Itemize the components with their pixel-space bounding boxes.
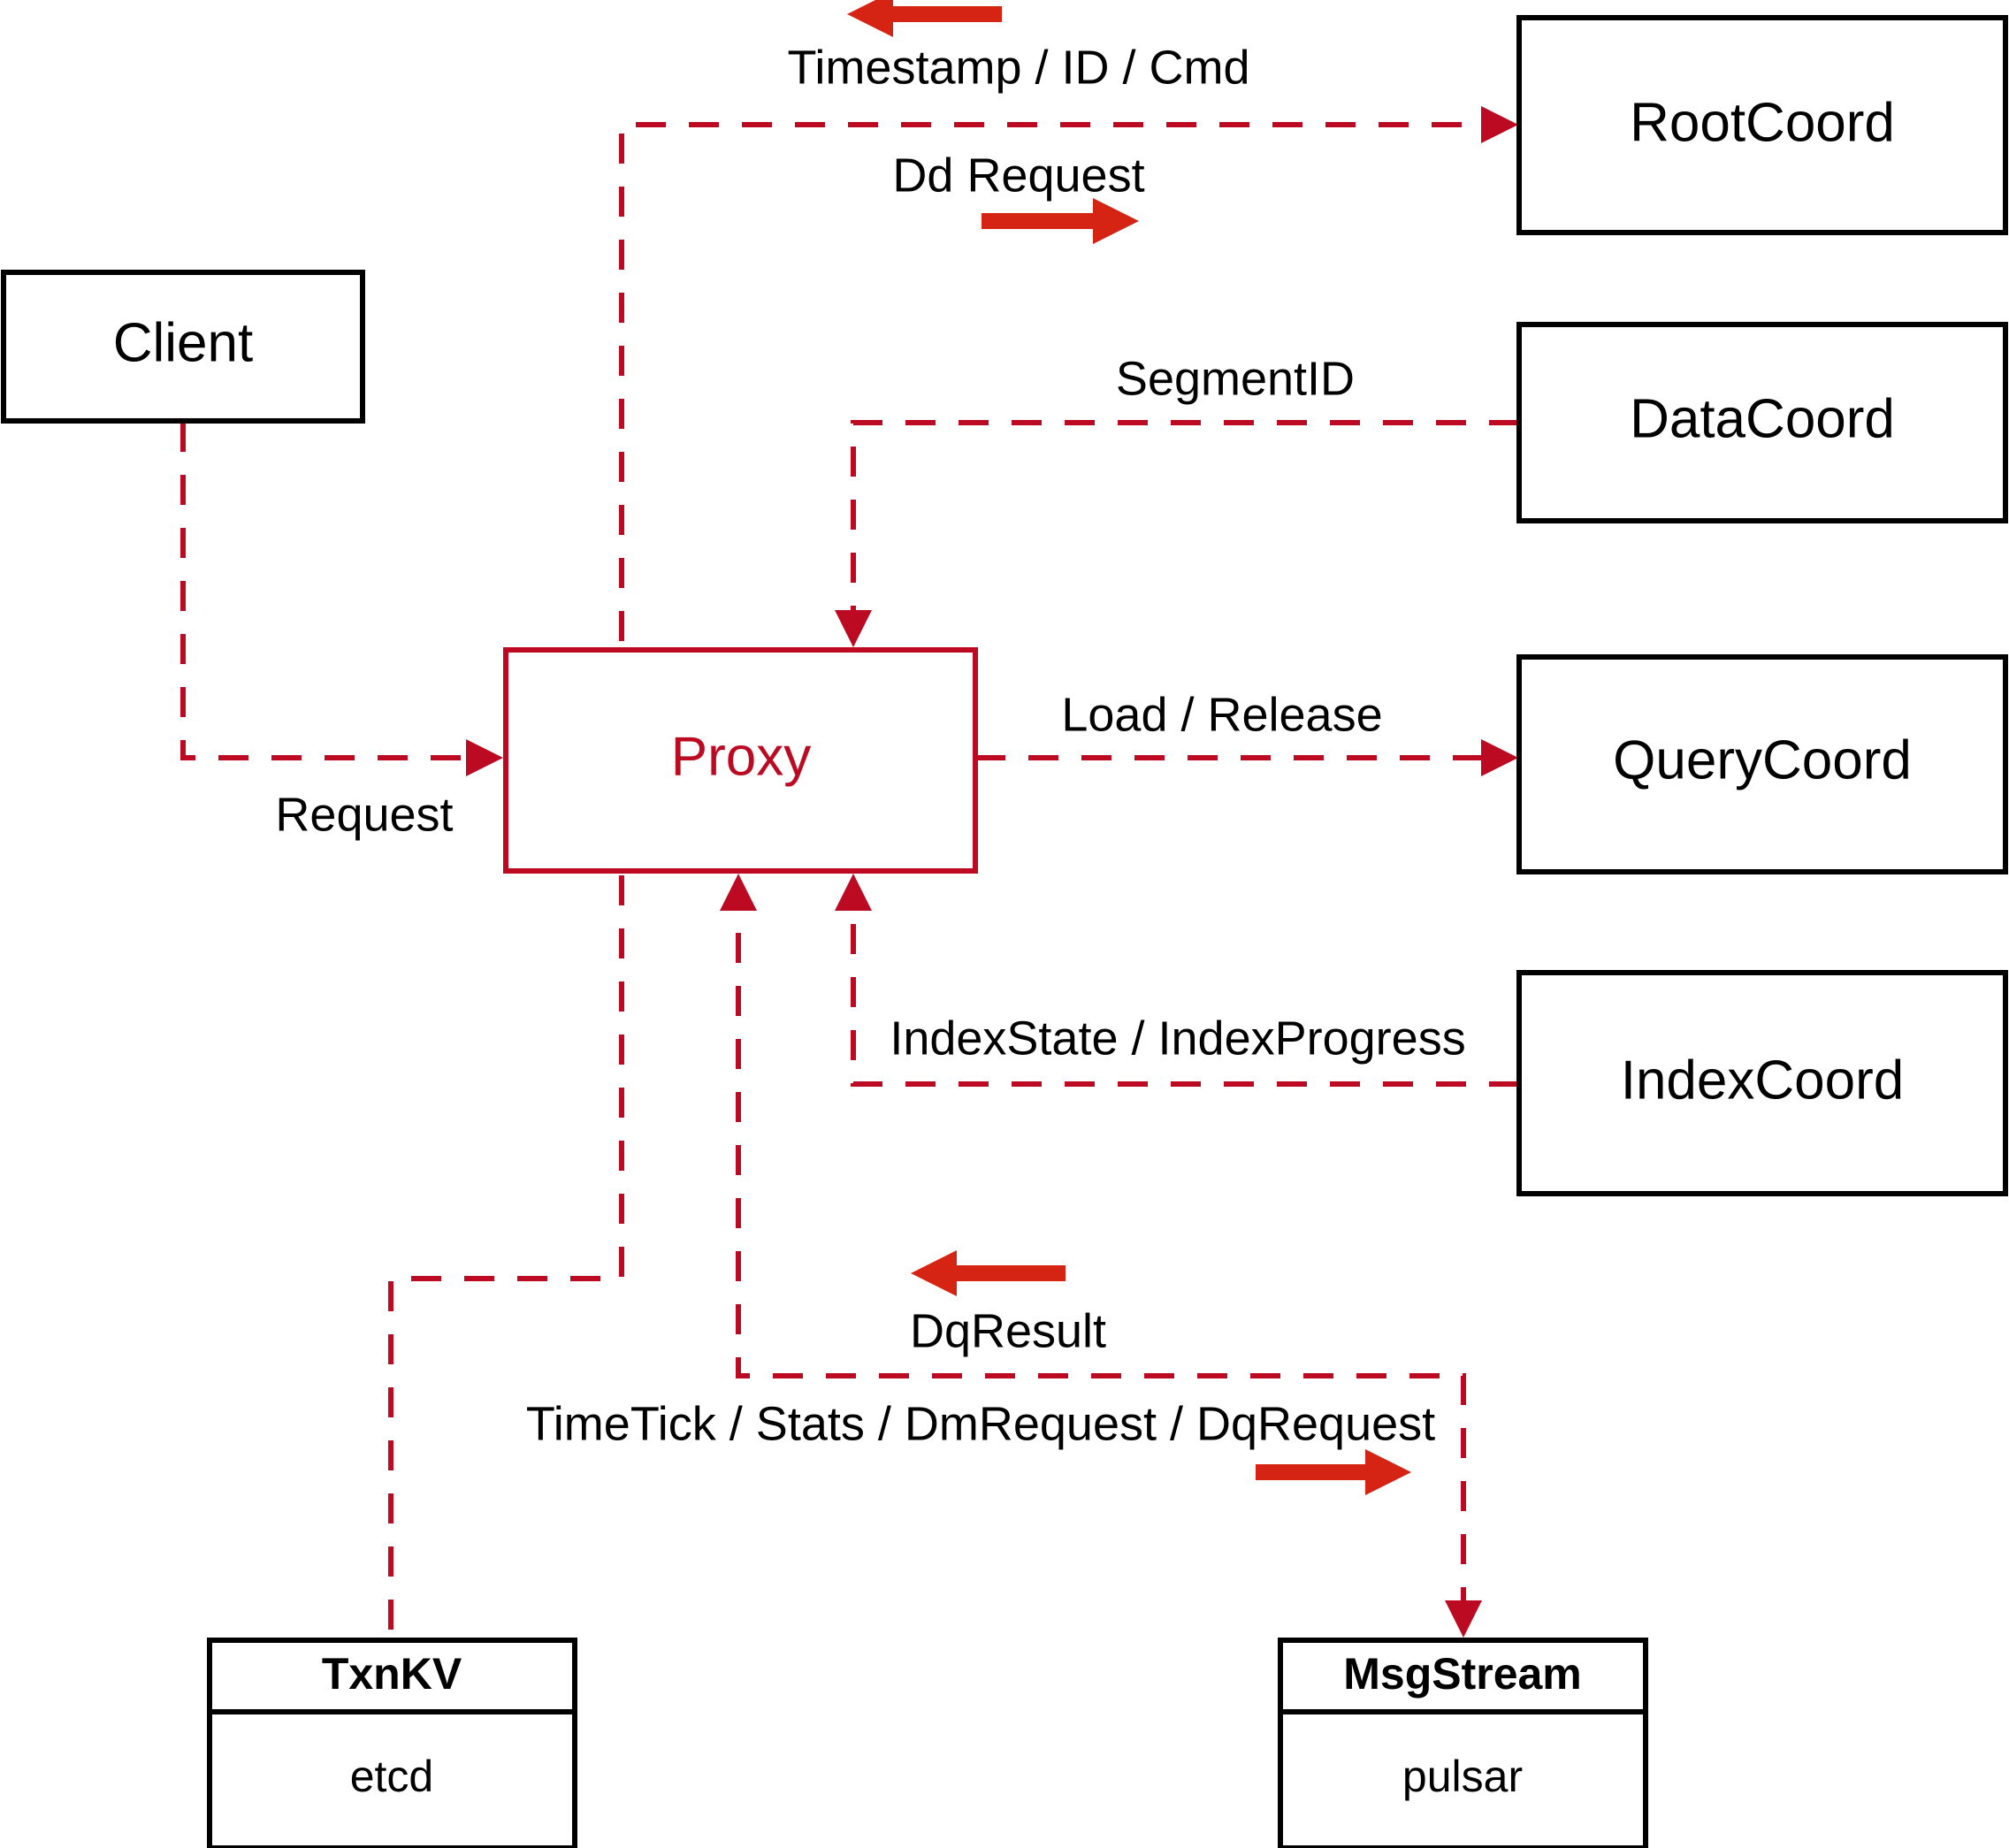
edge-label-timetick-stats-dm-dq: TimeTick / Stats / DmRequest / DqRequest bbox=[526, 1397, 1435, 1450]
node-proxy[interactable]: Proxy bbox=[503, 647, 978, 874]
node-msgstream-impl: pulsar bbox=[1402, 1752, 1523, 1801]
edge-label-request: Request bbox=[275, 788, 453, 841]
edge-path-rootcoord bbox=[619, 106, 1518, 641]
direction-arrow-timetick bbox=[1256, 1449, 1411, 1495]
node-rootcoord-label: RootCoord bbox=[1630, 92, 1895, 153]
edge-path-txnkv bbox=[388, 875, 624, 1640]
node-indexcoord-label: IndexCoord bbox=[1621, 1050, 1905, 1111]
node-rootcoord[interactable]: RootCoord bbox=[1516, 15, 2008, 235]
edge-label-timestamp-id-cmd: Timestamp / ID / Cmd bbox=[787, 41, 1249, 94]
node-client[interactable]: Client bbox=[1, 270, 365, 424]
node-txnkv-impl: etcd bbox=[350, 1752, 434, 1801]
node-datacoord[interactable]: DataCoord bbox=[1516, 322, 2008, 523]
node-indexcoord[interactable]: IndexCoord bbox=[1516, 970, 2008, 1196]
edge-label-segment-id: SegmentID bbox=[1116, 352, 1355, 405]
direction-arrow-dqresult bbox=[911, 1250, 1066, 1296]
edge-path-segmentid bbox=[835, 420, 1519, 647]
edge-label-dd-request: Dd Request bbox=[892, 149, 1144, 202]
node-client-label: Client bbox=[113, 312, 254, 373]
edge-path-request bbox=[180, 422, 503, 776]
edge-label-dq-result: DqResult bbox=[910, 1304, 1106, 1357]
direction-arrow-timestamp bbox=[847, 0, 1002, 37]
node-proxy-label: Proxy bbox=[671, 726, 811, 787]
node-msgstream[interactable]: MsgStream pulsar bbox=[1278, 1638, 1648, 1848]
edge-label-load-release: Load / Release bbox=[1061, 688, 1382, 741]
direction-arrow-dd-request bbox=[982, 198, 1139, 244]
node-msgstream-title: MsgStream bbox=[1343, 1649, 1582, 1699]
node-querycoord-label: QueryCoord bbox=[1613, 729, 1912, 790]
node-txnkv-title: TxnKV bbox=[322, 1649, 462, 1699]
edge-label-index-state-progress: IndexState / IndexProgress bbox=[890, 1012, 1465, 1065]
node-querycoord[interactable]: QueryCoord bbox=[1516, 654, 2008, 874]
node-txnkv[interactable]: TxnKV etcd bbox=[207, 1638, 577, 1848]
node-datacoord-label: DataCoord bbox=[1630, 388, 1895, 449]
edge-path-msgstream bbox=[720, 874, 1482, 1638]
